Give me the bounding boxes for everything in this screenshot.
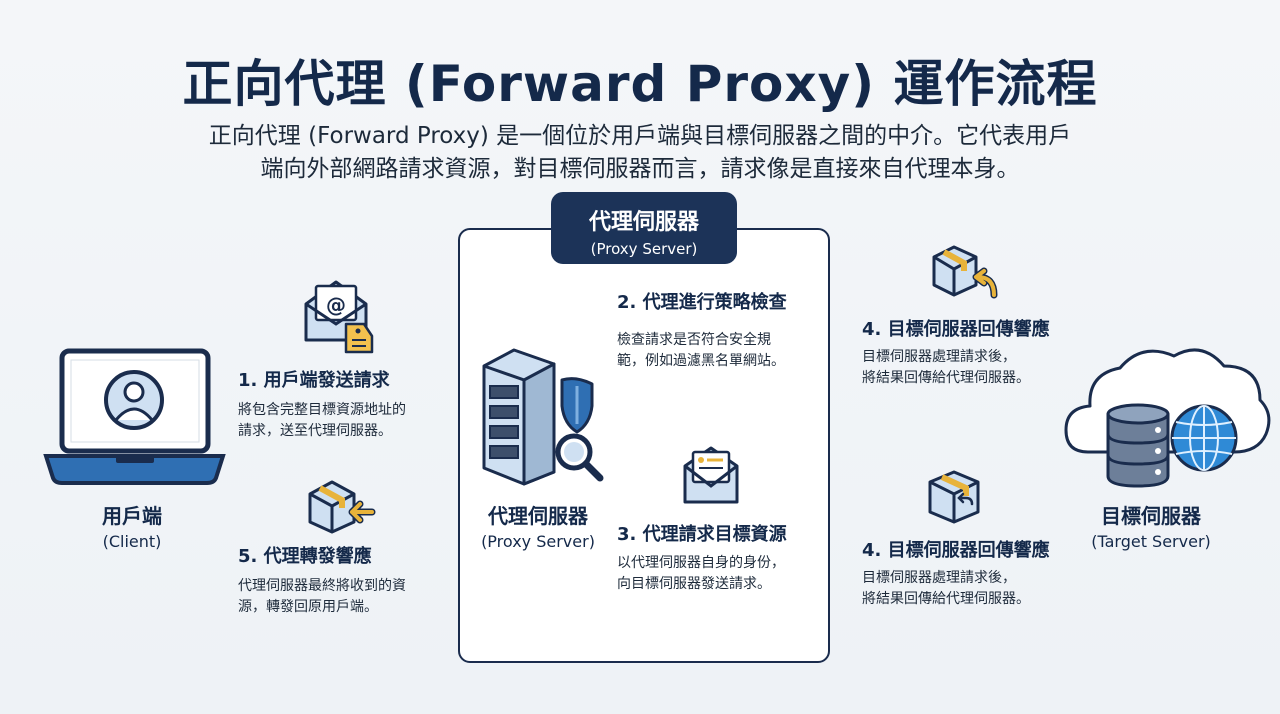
envelope-letter-icon (683, 446, 739, 504)
globe-icon (1170, 404, 1238, 472)
step-5-desc-line-2: 源，轉發回原用戶端。 (238, 599, 378, 615)
proxy-label-zh: 代理伺服器 (488, 504, 588, 528)
step-3-title: 3. 代理請求目標資源 (617, 524, 787, 545)
client-label-en: (Client) (102, 532, 162, 551)
step-4-bottom-desc-line-1: 目標伺服器處理請求後， (862, 570, 1016, 586)
proxy-server-icon (482, 348, 604, 486)
step-4-top-desc: 目標伺服器處理請求後， 將結果回傳給代理伺服器。 (862, 347, 1050, 389)
step-5-title: 5. 代理轉發響應 (238, 546, 372, 567)
target-label-zh: 目標伺服器 (1101, 504, 1201, 528)
target-label-en: (Target Server) (1091, 532, 1211, 551)
step-4-top: 4. 目標伺服器回傳響應 目標伺服器處理請求後， 將結果回傳給代理伺服器。 (862, 315, 1050, 389)
client-label-zh: 用戶端 (102, 504, 162, 528)
step-4-top-desc-line-2: 將結果回傳給代理伺服器。 (862, 370, 1030, 386)
target-label: 目標伺服器 (Target Server) (1078, 500, 1224, 551)
step-1-title: 1. 用戶端發送請求 (238, 370, 390, 391)
proxy-label: 代理伺服器 (Proxy Server) (468, 500, 608, 551)
step-1-desc: 將包含完整目標資源地址的 請求，送至代理伺服器。 (238, 400, 406, 442)
step-3-desc: 以代理伺服器自身的身份， 向目標伺服器發送請求。 (617, 553, 787, 595)
proxy-server-tab: 代理伺服器 (Proxy Server) (551, 192, 737, 264)
client-label: 用戶端 (Client) (62, 500, 202, 551)
step-2-desc-line-2: 範，例如過濾黑名單網站。 (617, 353, 785, 369)
page-title: 正向代理 (Forward Proxy) 運作流程 (182, 55, 1098, 113)
step-5-desc-line-1: 代理伺服器最終將收到的資 (238, 578, 406, 594)
subtitle-line-2: 端向外部網路請求資源，對目標伺服器而言，請求像是直接來自代理本身。 (260, 156, 1020, 182)
page-subtitle: 正向代理 (Forward Proxy) 是一個位於用戶端與目標伺服器之間的中介… (190, 120, 1090, 186)
step-2-title: 2. 代理進行策略檢查 (617, 292, 787, 313)
package-icon (928, 470, 980, 524)
email-request-icon: @ (304, 280, 374, 354)
step-4-bottom-title: 4. 目標伺服器回傳響應 (862, 540, 1050, 561)
step-5-desc: 代理伺服器最終將收到的資 源，轉發回原用戶端。 (238, 576, 406, 618)
package-response-icon (932, 245, 998, 299)
step-2-desc: 檢查請求是否符合安全規 範，例如過濾黑名單網站。 (617, 330, 787, 372)
step-1: 1. 用戶端發送請求 將包含完整目標資源地址的 請求，送至代理伺服器。 (238, 366, 406, 442)
package-return-icon (308, 480, 376, 534)
step-4-bottom-desc-line-2: 將結果回傳給代理伺服器。 (862, 591, 1030, 607)
proxy-tab-subtitle: (Proxy Server) (590, 240, 698, 258)
proxy-tab-title: 代理伺服器 (588, 210, 699, 235)
step-4-top-desc-line-1: 目標伺服器處理請求後， (862, 349, 1016, 365)
database-icon (1106, 403, 1170, 488)
laptop-icon (43, 348, 226, 485)
step-2: 2. 代理進行策略檢查 檢查請求是否符合安全規 範，例如過濾黑名單網站。 (617, 288, 787, 372)
subtitle-line-1: 正向代理 (Forward Proxy) 是一個位於用戶端與目標伺服器之間的中介… (208, 123, 1072, 149)
step-3-desc-line-1: 以代理伺服器自身的身份， (617, 555, 785, 571)
step-3-desc-line-2: 向目標伺服器發送請求。 (617, 576, 771, 592)
proxy-label-en: (Proxy Server) (481, 532, 595, 551)
step-4-bottom-desc: 目標伺服器處理請求後， 將結果回傳給代理伺服器。 (862, 568, 1050, 610)
svg-text:@: @ (326, 293, 346, 317)
step-1-desc-line-1: 將包含完整目標資源地址的 (238, 402, 406, 418)
step-4-bottom: 4. 目標伺服器回傳響應 目標伺服器處理請求後， 將結果回傳給代理伺服器。 (862, 536, 1050, 610)
step-3: 3. 代理請求目標資源 以代理伺服器自身的身份， 向目標伺服器發送請求。 (617, 520, 787, 595)
step-2-desc-line-1: 檢查請求是否符合安全規 (617, 332, 771, 348)
step-1-desc-line-2: 請求，送至代理伺服器。 (238, 423, 392, 439)
step-5: 5. 代理轉發響應 代理伺服器最終將收到的資 源，轉發回原用戶端。 (238, 542, 406, 618)
target-server-icon (1064, 348, 1271, 488)
step-4-top-title: 4. 目標伺服器回傳響應 (862, 319, 1050, 340)
